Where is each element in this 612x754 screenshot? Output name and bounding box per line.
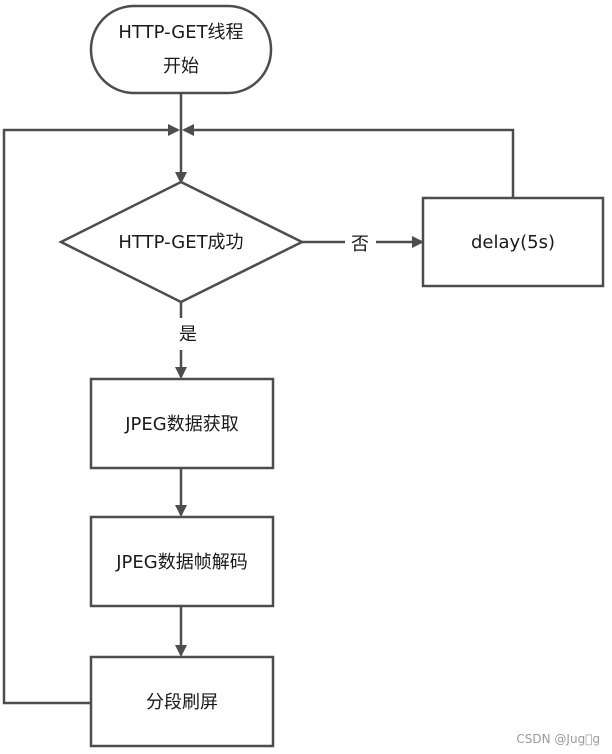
refresh-node-label: 分段刷屏 <box>146 692 218 713</box>
refresh-node-shape <box>89 655 275 748</box>
jpeg-fetch-node-shape <box>89 377 275 470</box>
jpeg-fetch-node-label: JPEG数据获取 <box>124 414 238 435</box>
jpeg-decode-node-shape <box>89 515 275 608</box>
edge-label-no: 否 <box>351 234 369 255</box>
jpeg-fetch-node: JPEG数据获取 <box>89 377 275 470</box>
edge-refresh-loopback <box>2 124 180 705</box>
watermark-text: CSDN @Jug g <box>516 732 600 746</box>
refresh-node: 分段刷屏 <box>89 655 275 748</box>
jpeg-decode-node: JPEG数据帧解码 <box>89 515 275 608</box>
start-node: HTTP-GET线程 开始 <box>89 4 273 95</box>
jpeg-decode-node-label: JPEG数据帧解码 <box>115 552 247 573</box>
start-node-shape <box>89 4 273 95</box>
delay-node-label: delay(5s) <box>471 232 555 253</box>
delay-node: delay(5s) <box>421 196 605 288</box>
start-node-label-line1: HTTP-GET线程 <box>118 22 243 43</box>
decision-node-label: HTTP-GET成功 <box>118 232 243 253</box>
edge-label-yes: 是 <box>179 324 197 345</box>
decision-node: HTTP-GET成功 <box>58 180 305 304</box>
edge-delay-loopback <box>182 124 515 198</box>
start-node-label-line2: 开始 <box>163 56 199 77</box>
delay-node-shape <box>421 196 605 288</box>
